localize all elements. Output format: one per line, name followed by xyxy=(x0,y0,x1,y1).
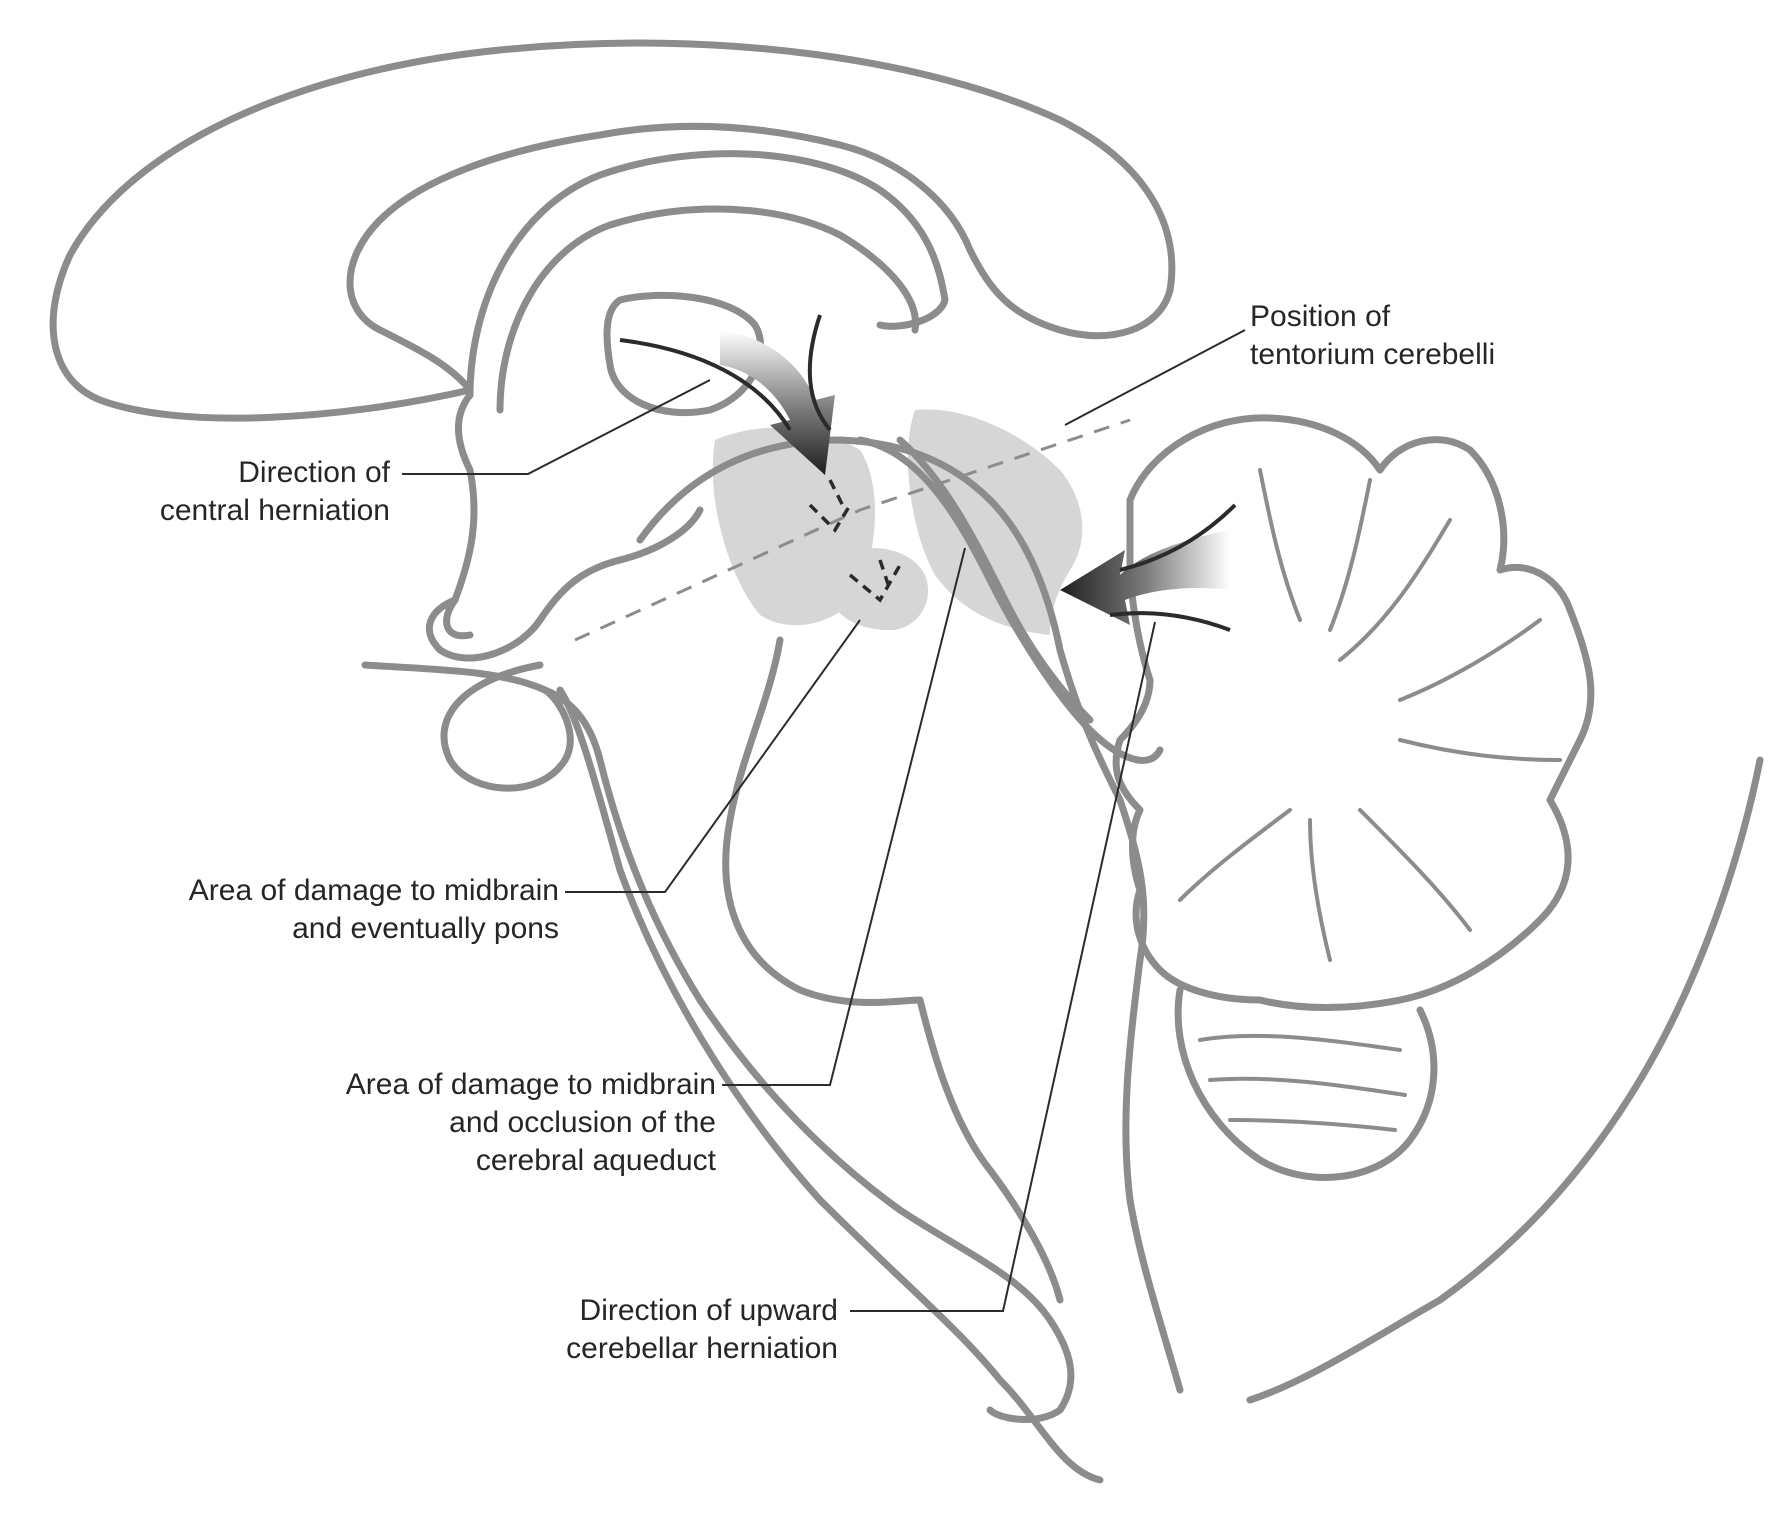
upward-herniation-arrow xyxy=(1060,530,1230,625)
label-aqueduct-line2: and occlusion of the xyxy=(449,1106,716,1139)
label-central-line2: central herniation xyxy=(159,494,390,527)
clivus-line xyxy=(556,686,1104,1484)
label-central-line1: Direction of xyxy=(238,456,390,489)
cerebellum-outline xyxy=(1112,414,1595,1011)
brainstem-anterior xyxy=(596,756,1075,1423)
tentorium-dashed-line xyxy=(574,418,1131,642)
label-upward-line1: Direction of upward xyxy=(579,1294,838,1327)
cerebellar-tonsil xyxy=(1174,986,1438,1181)
central-herniation-arrow xyxy=(720,330,835,475)
label-damage-aqueduct: Area of damage to midbrain and occlusion… xyxy=(346,1066,716,1180)
dashed-arrow-1 xyxy=(808,503,852,533)
leader-tentorium xyxy=(1064,329,1246,426)
leader-pons xyxy=(565,619,861,893)
aqueduct-line xyxy=(896,436,1094,724)
label-central-herniation: Direction of central herniation xyxy=(160,454,390,530)
label-upward-herniation: Direction of upward cerebellar herniatio… xyxy=(566,1292,838,1368)
label-pons-line1: Area of damage to midbrain xyxy=(188,874,559,907)
thalamus xyxy=(603,291,765,417)
brainstem-core xyxy=(636,436,1184,1394)
cerebrum-outline xyxy=(49,39,1176,422)
label-tentorium-line2: tentorium cerebelli xyxy=(1250,338,1496,371)
tonsil-folia xyxy=(1198,1033,1407,1132)
hypothalamus-outline xyxy=(425,506,704,662)
pituitary-loop xyxy=(440,661,574,792)
dashed-arrow-3 xyxy=(848,564,902,603)
cerebellar-compression-zone xyxy=(907,409,1083,635)
label-pons-line2: and eventually pons xyxy=(292,912,559,945)
label-upward-line2: cerebellar herniation xyxy=(566,1332,838,1365)
label-aqueduct-line3: cerebral aqueduct xyxy=(475,1144,716,1177)
lateral-ventricle-outline xyxy=(496,205,920,414)
corpus-callosum xyxy=(466,150,949,399)
leader-aqueduct xyxy=(722,547,966,1086)
leader-upward xyxy=(850,621,1156,1312)
label-aqueduct-line1: Area of damage to midbrain xyxy=(345,1068,716,1101)
dashed-arrow-2 xyxy=(828,479,847,511)
cerebellar-folia xyxy=(1178,468,1562,962)
upper-midbrain-damage-zone xyxy=(828,548,929,631)
occipital-bone xyxy=(1246,756,1764,1404)
dashed-arrow-4 xyxy=(878,559,892,591)
label-damage-pons: Area of damage to midbrain and eventuall… xyxy=(189,872,559,948)
label-tentorium-line1: Position of xyxy=(1250,300,1391,333)
leader-central xyxy=(402,379,711,475)
fornix xyxy=(443,391,478,640)
skull-base-line xyxy=(361,661,604,764)
label-tentorium: Position of tentorium cerebelli xyxy=(1250,298,1495,374)
